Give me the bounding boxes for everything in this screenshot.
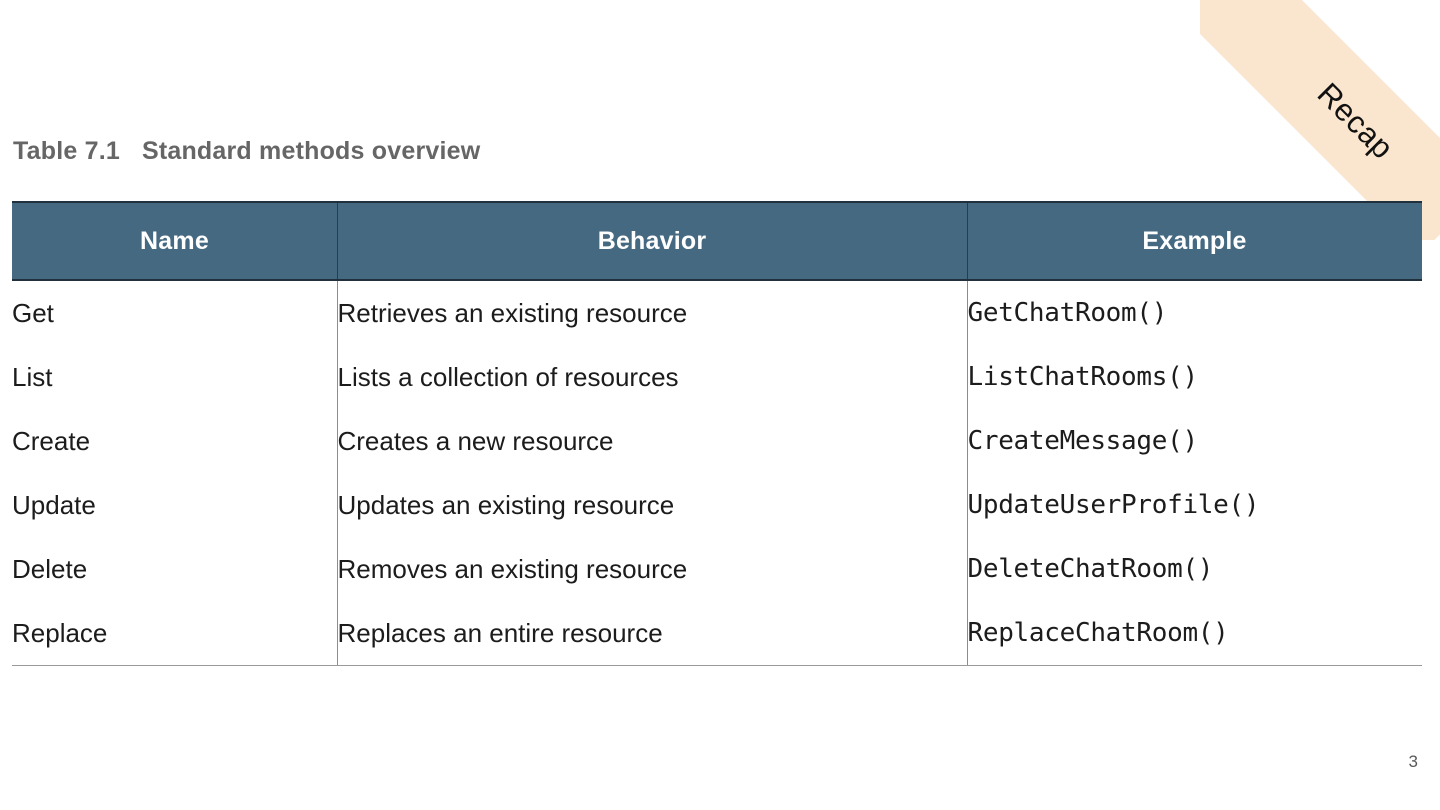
page-number: 3 [1408, 752, 1418, 771]
cell-name: Replace [12, 601, 337, 666]
column-header-name: Name [12, 201, 337, 281]
cell-example: GetChatRoom() [966, 280, 1422, 345]
table-row: Create Creates a new resource CreateMess… [12, 409, 1422, 473]
cell-name: Update [12, 473, 337, 537]
standard-methods-table: Name Behavior Example Get Retrieves an e… [12, 201, 1422, 666]
table-row: Get Retrieves an existing resource GetCh… [12, 280, 1422, 345]
table-caption-number: Table 7.1 [13, 137, 120, 165]
column-header-example: Example [967, 201, 1422, 281]
table-header-row: Name Behavior Example [12, 201, 1422, 281]
cell-example: ListChatRooms() [966, 345, 1422, 409]
cell-example: DeleteChatRoom() [966, 537, 1422, 601]
cell-behavior: Lists a collection of resources [336, 345, 967, 409]
table-header: Name Behavior Example [12, 201, 1422, 281]
ribbon-label: Recap [1310, 75, 1401, 166]
cell-example: ReplaceChatRoom() [966, 601, 1422, 666]
table-row: Update Updates an existing resource Upda… [12, 473, 1422, 537]
cell-behavior: Replaces an entire resource [336, 601, 967, 666]
cell-example: UpdateUserProfile() [966, 473, 1422, 537]
table-row: List Lists a collection of resources Lis… [12, 345, 1422, 409]
cell-behavior: Retrieves an existing resource [336, 280, 967, 345]
cell-behavior: Removes an existing resource [336, 537, 967, 601]
table-caption-title: Standard methods overview [141, 137, 481, 165]
cell-behavior: Updates an existing resource [336, 473, 967, 537]
table-row: Replace Replaces an entire resource Repl… [12, 601, 1422, 666]
cell-name: List [12, 345, 337, 409]
cell-name: Get [12, 280, 337, 345]
table-caption: Table 7.1 Standard methods overview [13, 137, 480, 166]
table-body: Get Retrieves an existing resource GetCh… [12, 280, 1422, 666]
cell-behavior: Creates a new resource [336, 409, 967, 473]
cell-example: CreateMessage() [966, 409, 1422, 473]
cell-name: Create [12, 409, 337, 473]
cell-name: Delete [12, 537, 337, 601]
column-header-behavior: Behavior [337, 201, 967, 281]
table-row: Delete Removes an existing resource Dele… [12, 537, 1422, 601]
